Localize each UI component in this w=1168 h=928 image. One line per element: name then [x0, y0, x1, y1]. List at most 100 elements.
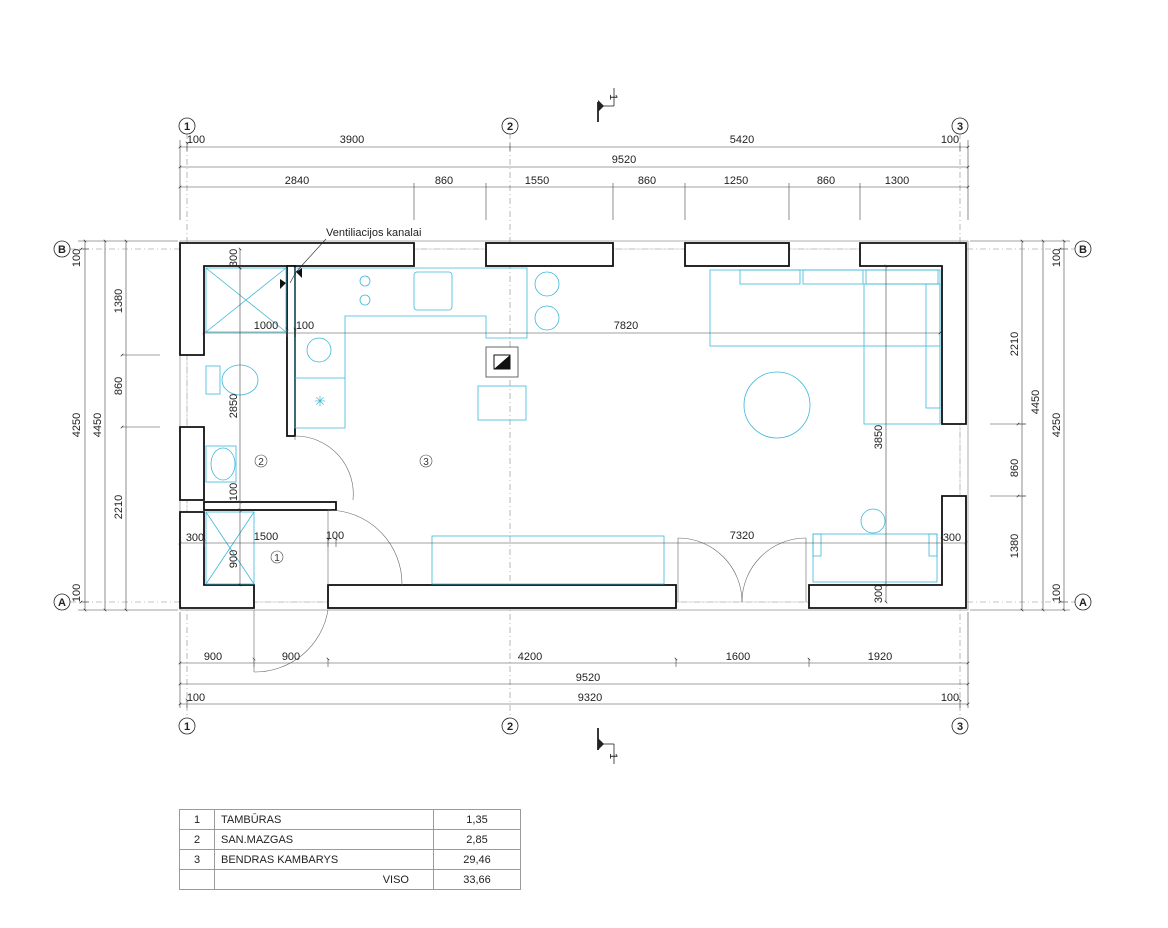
building-inner-outline — [186, 248, 961, 603]
section-marker-bottom-label: 1 — [607, 753, 619, 759]
shower-lower — [205, 511, 255, 585]
dim-bottom-9320: 9320 — [578, 692, 602, 704]
dim-top-860-c: 860 — [817, 175, 835, 187]
furniture — [205, 267, 941, 585]
room-area: 1,35 — [433, 809, 521, 830]
dim-int-7820: 7820 — [614, 320, 638, 332]
dimension-labels-bottom: 900 900 4200 1600 1920 9520 100 9320 100 — [187, 651, 959, 704]
dim-top-3900: 3900 — [340, 134, 364, 146]
sofa — [709, 269, 941, 347]
grid-label-1-bottom: 1 — [184, 721, 190, 733]
dim-bottom-100-right: 100 — [941, 692, 959, 704]
dimension-labels-left: 100 1380 860 2210 100 4450 4250 — [71, 249, 125, 602]
dim-top-100-right: 100 — [941, 134, 959, 146]
section-marker-bottom — [597, 728, 615, 764]
dim-left-1380: 1380 — [113, 289, 125, 313]
dim-top-9520: 9520 — [612, 154, 636, 166]
dim-int-1000: 1000 — [254, 320, 278, 332]
ventilation-label: Ventiliacijos kanalai — [326, 227, 421, 239]
grid-label-2-top: 2 — [507, 121, 513, 133]
dim-right-2210: 2210 — [1009, 332, 1021, 356]
room-tag-3: 3 — [423, 457, 429, 468]
dim-right-4250: 4250 — [1051, 413, 1063, 437]
section-marker-top — [597, 88, 615, 122]
room-area: 29,46 — [433, 849, 521, 870]
dim-int-100-c: 100 — [326, 530, 344, 542]
dim-int-7320: 7320 — [730, 530, 754, 542]
room-name: BENDRAS KAMBARYS — [214, 849, 434, 870]
dim-bottom-4200: 4200 — [518, 651, 542, 663]
toilet-tank — [205, 365, 221, 395]
dim-top-860-a: 860 — [435, 175, 453, 187]
grid-label-b-right: B — [1079, 244, 1087, 256]
dim-int-3850: 3850 — [873, 425, 885, 449]
dim-right-100-top: 100 — [1051, 249, 1063, 267]
grid-label-a-right: A — [1079, 597, 1087, 609]
round-table — [743, 371, 811, 439]
grid-label-2-bottom: 2 — [507, 721, 513, 733]
dim-top-1550: 1550 — [525, 175, 549, 187]
dim-int-300-left: 300 — [186, 532, 204, 544]
dim-bottom-9520: 9520 — [576, 672, 600, 684]
room-tag-1: 1 — [274, 553, 280, 564]
room-number: 2 — [179, 829, 215, 850]
kitchen-sink — [413, 271, 453, 311]
dimension-lines-top — [178, 140, 970, 220]
dim-left-860: 860 — [113, 377, 125, 395]
dim-bottom-900-b: 900 — [282, 651, 300, 663]
dim-int-300-bottom: 300 — [873, 585, 885, 603]
dim-left-4250: 4250 — [71, 413, 83, 437]
table-row: 2 SAN.MAZGAS 2,85 — [179, 829, 521, 850]
dim-bottom-1600: 1600 — [726, 651, 750, 663]
table-row: 3 BENDRAS KAMBARYS 29,46 — [179, 849, 521, 870]
dim-right-1380: 1380 — [1009, 534, 1021, 558]
dimension-lines-right — [970, 239, 1070, 612]
dim-right-100-bottom: 100 — [1051, 584, 1063, 602]
interior-dimension-lines — [178, 247, 968, 604]
dim-top-1300: 1300 — [885, 175, 909, 187]
dimension-lines-bottom — [178, 612, 970, 708]
door-swings — [253, 435, 807, 673]
dim-bottom-100-left: 100 — [187, 692, 205, 704]
dim-int-1500: 1500 — [254, 531, 278, 543]
basin — [210, 447, 236, 481]
room-name: SAN.MAZGAS — [214, 829, 434, 850]
room-area: 2,85 — [433, 829, 521, 850]
bench — [431, 535, 665, 585]
dim-left-100-bottom: 100 — [71, 584, 83, 602]
dim-left-100-top: 100 — [71, 249, 83, 267]
dim-top-1250: 1250 — [724, 175, 748, 187]
grid-label-3-bottom: 3 — [957, 721, 963, 733]
dim-int-100-a: 100 — [296, 320, 314, 332]
dim-top-100-left: 100 — [187, 134, 205, 146]
fan-icon: ✳ — [314, 394, 326, 410]
dim-int-300-right: 300 — [943, 532, 961, 544]
bed — [812, 533, 938, 583]
building-outline — [179, 240, 969, 611]
grid-label-1-top: 1 — [184, 121, 190, 133]
dim-int-300-top: 300 — [228, 249, 240, 267]
basin-counter — [205, 445, 237, 483]
dim-top-860-b: 860 — [638, 175, 656, 187]
dim-bottom-1920: 1920 — [868, 651, 892, 663]
dim-int-2850: 2850 — [228, 394, 240, 418]
dim-left-4450: 4450 — [92, 413, 104, 437]
table — [477, 385, 527, 421]
grid-label-b-left: B — [58, 244, 66, 256]
dim-top-5420: 5420 — [730, 134, 754, 146]
dimension-lines-left — [78, 239, 178, 612]
total-area: 33,66 — [433, 869, 521, 890]
dimension-labels-right: 100 2210 860 1380 100 4450 4250 — [1009, 249, 1063, 602]
walls — [179, 242, 967, 609]
ventilation-shaft — [485, 346, 519, 378]
dim-int-900: 900 — [228, 550, 240, 568]
room-tags: 1 2 3 — [254, 454, 433, 564]
grid-label-a-left: A — [58, 597, 66, 609]
ventilation-leader — [280, 238, 327, 289]
dim-right-4450: 4450 — [1030, 390, 1042, 414]
table-total-row: VISO 33,66 — [179, 869, 521, 890]
room-number: 3 — [179, 849, 215, 870]
grid-label-3-top: 3 — [957, 121, 963, 133]
dim-int-100-b: 100 — [228, 483, 240, 501]
